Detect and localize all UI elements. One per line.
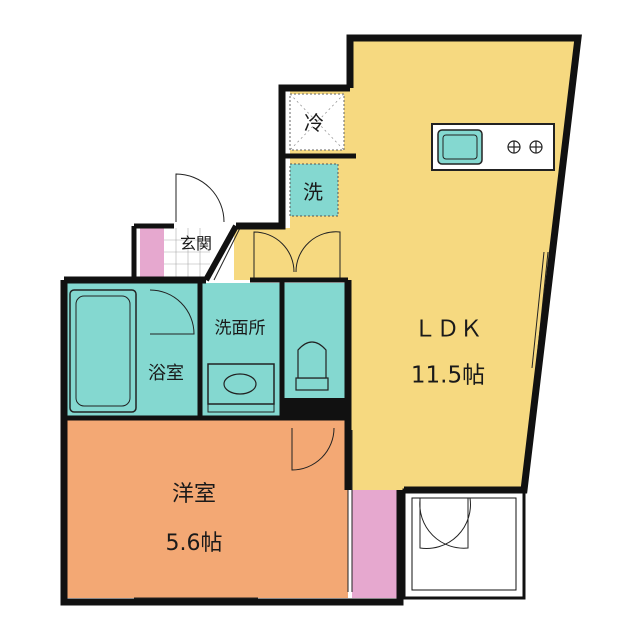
toilet-bowl — [297, 341, 327, 379]
entrance-label: 玄関 — [179, 234, 213, 253]
kitchen-sink — [437, 129, 483, 165]
shoe-storage — [140, 228, 164, 280]
fridge-label: 冷 — [304, 111, 324, 135]
bath-label: 浴室 — [148, 363, 184, 384]
bathtub-inner — [75, 295, 131, 407]
fridge-space — [289, 93, 345, 151]
wash-basin-cabinet — [207, 403, 275, 413]
bathtub — [69, 289, 137, 413]
kitchen-sink-basin — [442, 134, 478, 160]
washroom-label: 洗面所 — [214, 318, 266, 339]
walls — [60, 34, 582, 606]
balcony-inner — [411, 497, 517, 591]
door-swings — [149, 173, 471, 549]
ldk-label: ＬＤＫ — [413, 316, 483, 343]
western-room-size: 5.6帖 — [165, 531, 223, 556]
stove-burner-icon — [507, 140, 543, 154]
washer-space — [289, 163, 339, 217]
closet — [352, 490, 400, 598]
ldk-size: 11.5帖 — [410, 362, 486, 389]
wash-basin — [207, 363, 275, 405]
wash-basin-bowl — [223, 373, 257, 395]
washer-label: 洗 — [303, 180, 323, 204]
western-room-label: 洋室 — [171, 482, 217, 507]
balcony — [402, 488, 526, 600]
entrance-tile-grid — [164, 228, 210, 280]
western-room-area — [64, 420, 348, 598]
toilet-tank — [295, 377, 329, 391]
